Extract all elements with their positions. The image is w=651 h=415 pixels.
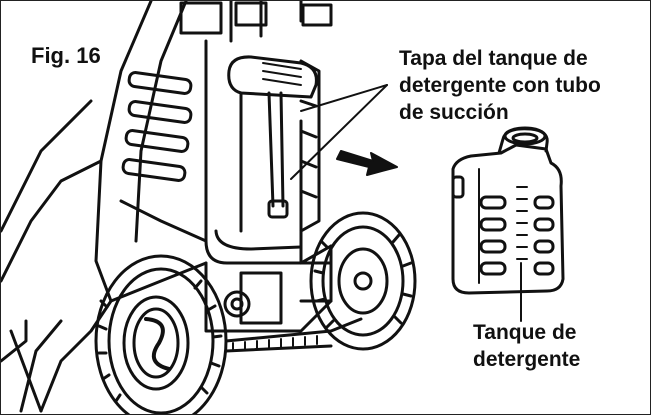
base-frame [224, 317, 363, 353]
leader-lines [290, 84, 522, 322]
rear-wheel [299, 211, 417, 351]
lid-leader-line-2 [290, 84, 388, 180]
lid-callout-line: Tapa del tanque de [399, 47, 588, 70]
tank-callout-line: detergente [473, 348, 581, 371]
body-vents [121, 71, 318, 199]
tank-callout-label: Tanque de detergente [473, 319, 580, 373]
figure-number: Fig. 16 [29, 43, 103, 69]
lid-callout-label: Tapa del tanque de detergente con tubo d… [399, 45, 601, 126]
tank-callout-line: Tanque de [473, 321, 577, 344]
lid-callout-line: detergente con tubo [399, 74, 601, 97]
lid-leader-line-1 [300, 84, 388, 112]
detergent-tank-detached [451, 126, 565, 295]
removal-arrow [336, 150, 398, 176]
lid-callout-line: de succión [399, 101, 509, 124]
detergent-lid-in-place [214, 55, 318, 251]
front-wheel [94, 254, 228, 414]
